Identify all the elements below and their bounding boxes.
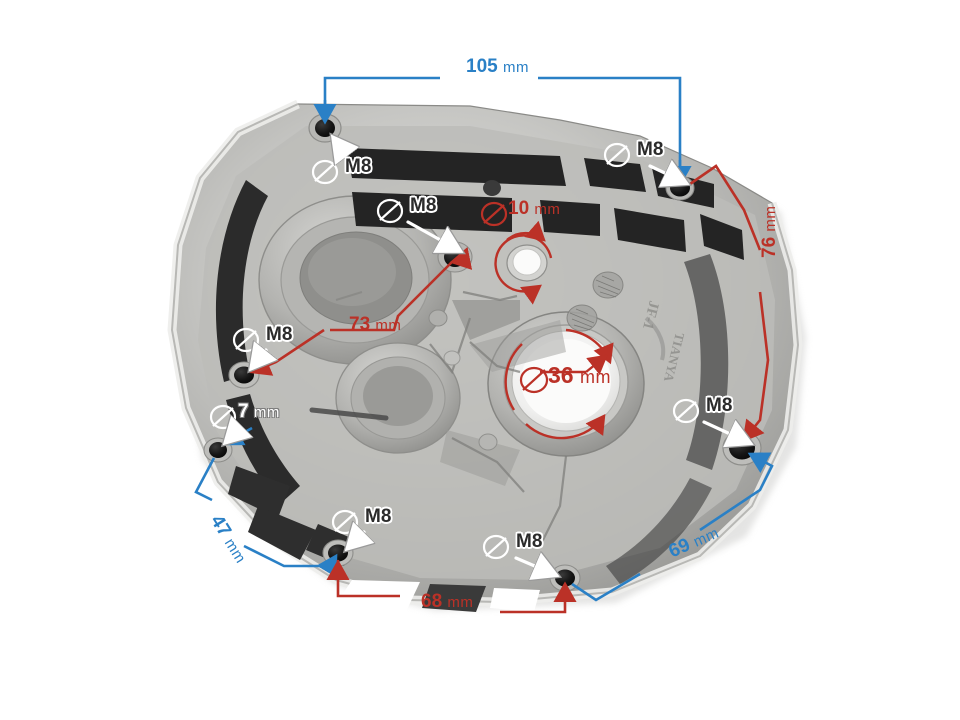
dia-10-arc-2	[506, 220, 546, 242]
dim-76-leader-top	[689, 164, 762, 251]
callout-m8-top-right	[648, 166, 688, 184]
callout-dia-7	[224, 428, 240, 444]
callout-m8-right	[702, 422, 752, 444]
dia-10-symbol-icon	[480, 201, 508, 227]
callout-m8-left	[250, 350, 266, 370]
casting-mark-jf1: JF-1	[639, 299, 662, 331]
dia-36-arc-left	[504, 343, 523, 411]
diameter-symbol-markers	[209, 142, 700, 560]
dim-105-leader-right	[538, 76, 682, 182]
dia-36-pointer	[585, 354, 608, 375]
dia-36-symbol-icon	[519, 366, 549, 394]
dim-69-leader-left	[571, 572, 641, 602]
callout-m8-bottom-left	[346, 532, 364, 550]
callout-m8-top-left	[332, 136, 344, 152]
callout-m8-bottom-right	[514, 558, 558, 576]
dim-47-leader-upper	[194, 457, 216, 502]
dia-36-arc-bottom	[525, 414, 606, 440]
dim-73-leader-right	[330, 261, 453, 332]
dim-73-arrow-top	[449, 246, 473, 270]
dim-69-leader-right	[699, 452, 774, 532]
callout-m8-upper-mid	[406, 220, 462, 252]
thread-callout-arrows	[224, 136, 752, 576]
diameter-arc-group	[494, 220, 614, 440]
thread-symbol-icons	[209, 142, 700, 560]
